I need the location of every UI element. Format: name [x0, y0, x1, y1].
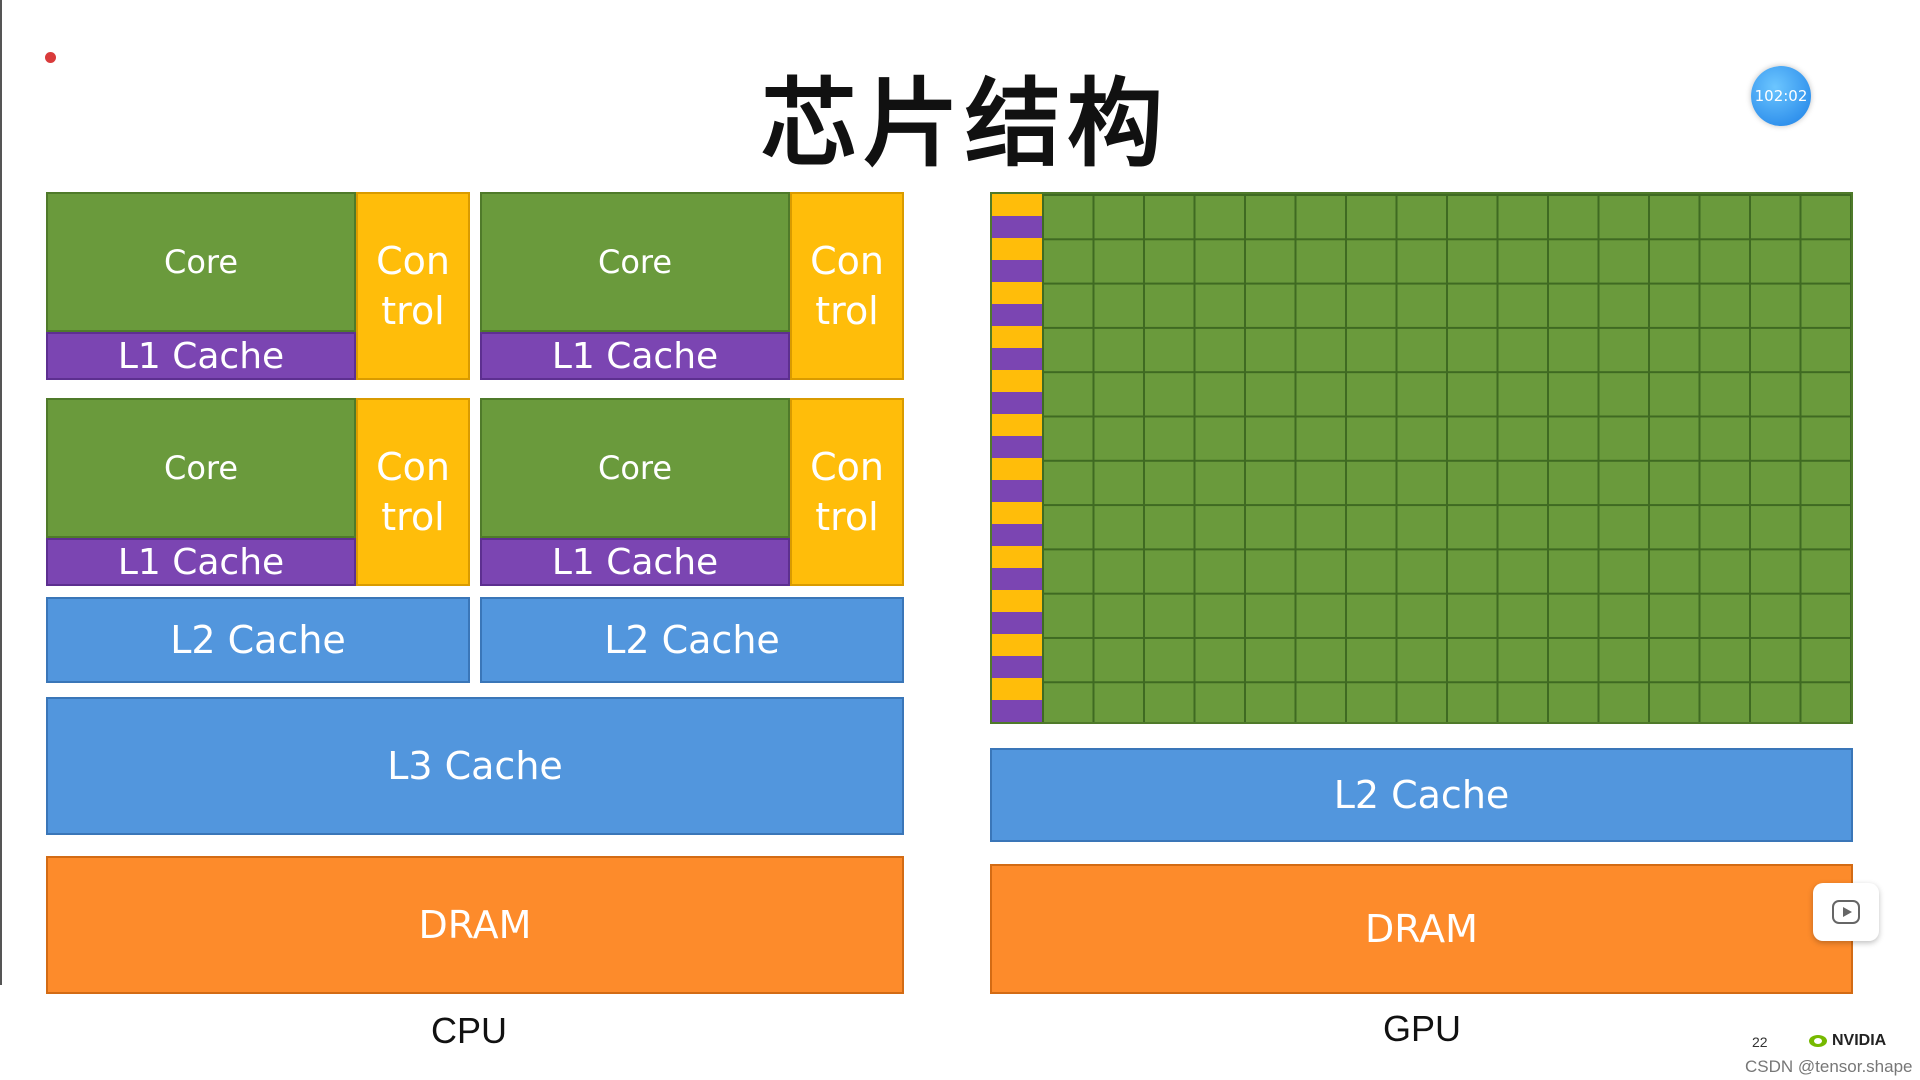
gpu-control-stripe: [992, 634, 1042, 656]
gpu-l1-cache-stripe: [992, 612, 1042, 634]
gpu-control-stripe: [992, 502, 1042, 524]
cpu-core-1: Core: [46, 192, 356, 332]
control-text-line1: Con: [810, 239, 884, 283]
gpu-control-stripe: [992, 546, 1042, 568]
nvidia-brand-text: NVIDIA: [1832, 1032, 1887, 1049]
gpu-control-stripe: [992, 370, 1042, 392]
slide-title: 芯片结构: [761, 67, 1169, 180]
cpu-control-1: Con trol: [356, 192, 470, 380]
control-text-line2: trol: [815, 495, 879, 539]
gpu-control-stripe: [992, 678, 1042, 700]
slide-left-border: [0, 0, 2, 985]
control-text-line2: trol: [381, 495, 445, 539]
gpu-control-stripe: [992, 590, 1042, 612]
cpu-core-2: Core: [480, 192, 790, 332]
gpu-control-stripe: [992, 326, 1042, 348]
gpu-control-stripe: [992, 238, 1042, 260]
gpu-l1-cache-stripe: [992, 700, 1042, 722]
cpu-l3-cache: L3 Cache: [46, 697, 904, 835]
gpu-l2-cache: L2 Cache: [990, 748, 1853, 842]
play-icon: [1832, 900, 1860, 924]
cpu-l1-cache-1: L1 Cache: [46, 332, 356, 380]
cpu-core-3: Core: [46, 398, 356, 538]
nvidia-logo: NVIDIA: [1808, 1032, 1886, 1050]
cpu-l1-cache-2: L1 Cache: [480, 332, 790, 380]
cpu-l2-cache-left: L2 Cache: [46, 597, 470, 683]
gpu-caption: GPU: [1382, 1008, 1461, 1049]
gpu-l1-cache-stripe: [992, 304, 1042, 326]
control-text-line2: trol: [815, 289, 879, 333]
gpu-l1-cache-stripe: [992, 348, 1042, 370]
gpu-l1-cache-stripe: [992, 568, 1042, 590]
cpu-control-3: Con trol: [356, 398, 470, 586]
gpu-l1-cache-stripe: [992, 436, 1042, 458]
nvidia-eye-icon: [1809, 1035, 1827, 1047]
gpu-core-cells: [1042, 194, 1851, 722]
gpu-core-grid: [990, 192, 1853, 724]
csdn-watermark: CSDN @tensor.shape: [1745, 1057, 1913, 1076]
video-play-button[interactable]: [1813, 883, 1879, 941]
cpu-caption: CPU: [430, 1010, 507, 1051]
gpu-control-stripes: [992, 194, 1042, 722]
gpu-l1-cache-stripe: [992, 480, 1042, 502]
control-text-line2: trol: [381, 289, 445, 333]
control-text-line1: Con: [376, 445, 450, 489]
gpu-control-stripe: [992, 282, 1042, 304]
pointer-dot: [45, 52, 56, 63]
control-text-line1: Con: [810, 445, 884, 489]
cpu-l2-cache-right: L2 Cache: [480, 597, 904, 683]
gpu-l1-cache-stripe: [992, 656, 1042, 678]
page-number: 22: [1752, 1034, 1768, 1050]
gpu-l1-cache-stripe: [992, 392, 1042, 414]
gpu-l1-cache-stripe: [992, 260, 1042, 282]
timer-badge[interactable]: 102:02: [1751, 66, 1811, 126]
cpu-dram: DRAM: [46, 856, 904, 994]
cpu-l1-cache-3: L1 Cache: [46, 538, 356, 586]
gpu-control-stripe: [992, 194, 1042, 216]
control-text-line1: Con: [376, 239, 450, 283]
cpu-core-4: Core: [480, 398, 790, 538]
gpu-dram: DRAM: [990, 864, 1853, 994]
cpu-l1-cache-4: L1 Cache: [480, 538, 790, 586]
gpu-l1-cache-stripe: [992, 524, 1042, 546]
gpu-control-stripe: [992, 458, 1042, 480]
gpu-l1-cache-stripe: [992, 216, 1042, 238]
cpu-control-4: Con trol: [790, 398, 904, 586]
cpu-control-2: Con trol: [790, 192, 904, 380]
gpu-control-stripe: [992, 414, 1042, 436]
